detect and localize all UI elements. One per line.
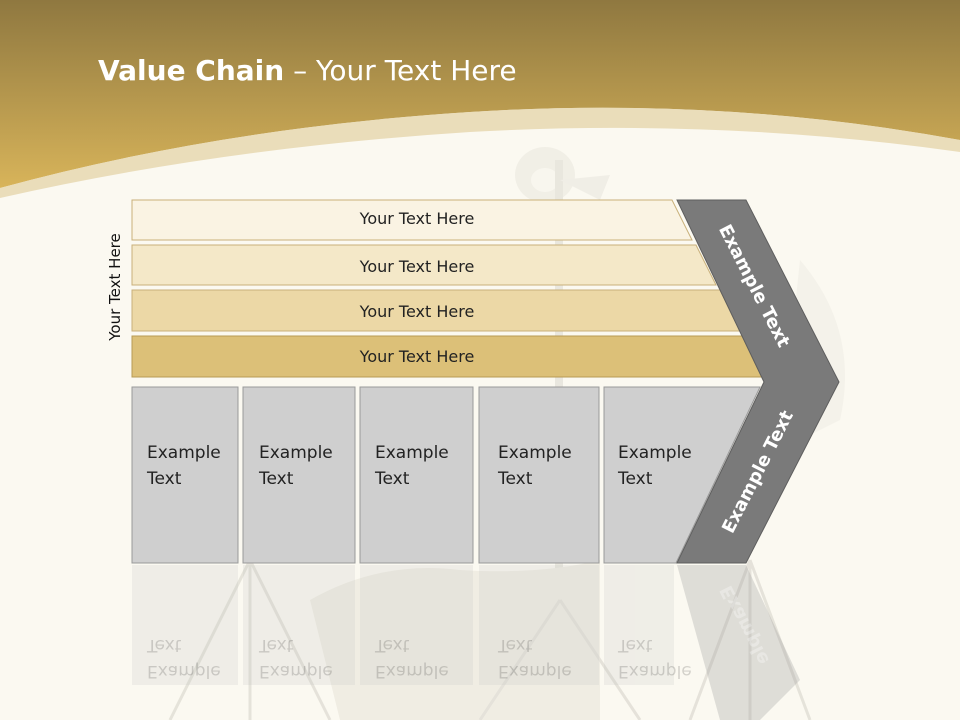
box-reflections — [132, 565, 674, 685]
row-2-label: Your Text Here — [359, 257, 475, 276]
page-title: Value Chain – Your Text Here — [98, 54, 517, 87]
activity-box-1 — [131, 386, 239, 564]
margin-chevron — [676, 199, 840, 564]
activity-box-3 — [359, 386, 474, 564]
row-2 — [131, 244, 717, 286]
header-band — [0, 0, 960, 188]
activity-box-2 — [242, 386, 356, 564]
row-4-label: Your Text Here — [359, 347, 475, 366]
row-1-label: Your Text Here — [359, 209, 475, 228]
activity-box-5 — [603, 386, 761, 564]
chevron-reflection — [677, 565, 800, 720]
activity-box-4 — [478, 386, 600, 564]
side-label: Your Text Here — [106, 233, 124, 341]
header-swoosh — [0, 107, 960, 198]
row-1 — [131, 199, 693, 241]
row-3-label: Your Text Here — [359, 302, 475, 321]
